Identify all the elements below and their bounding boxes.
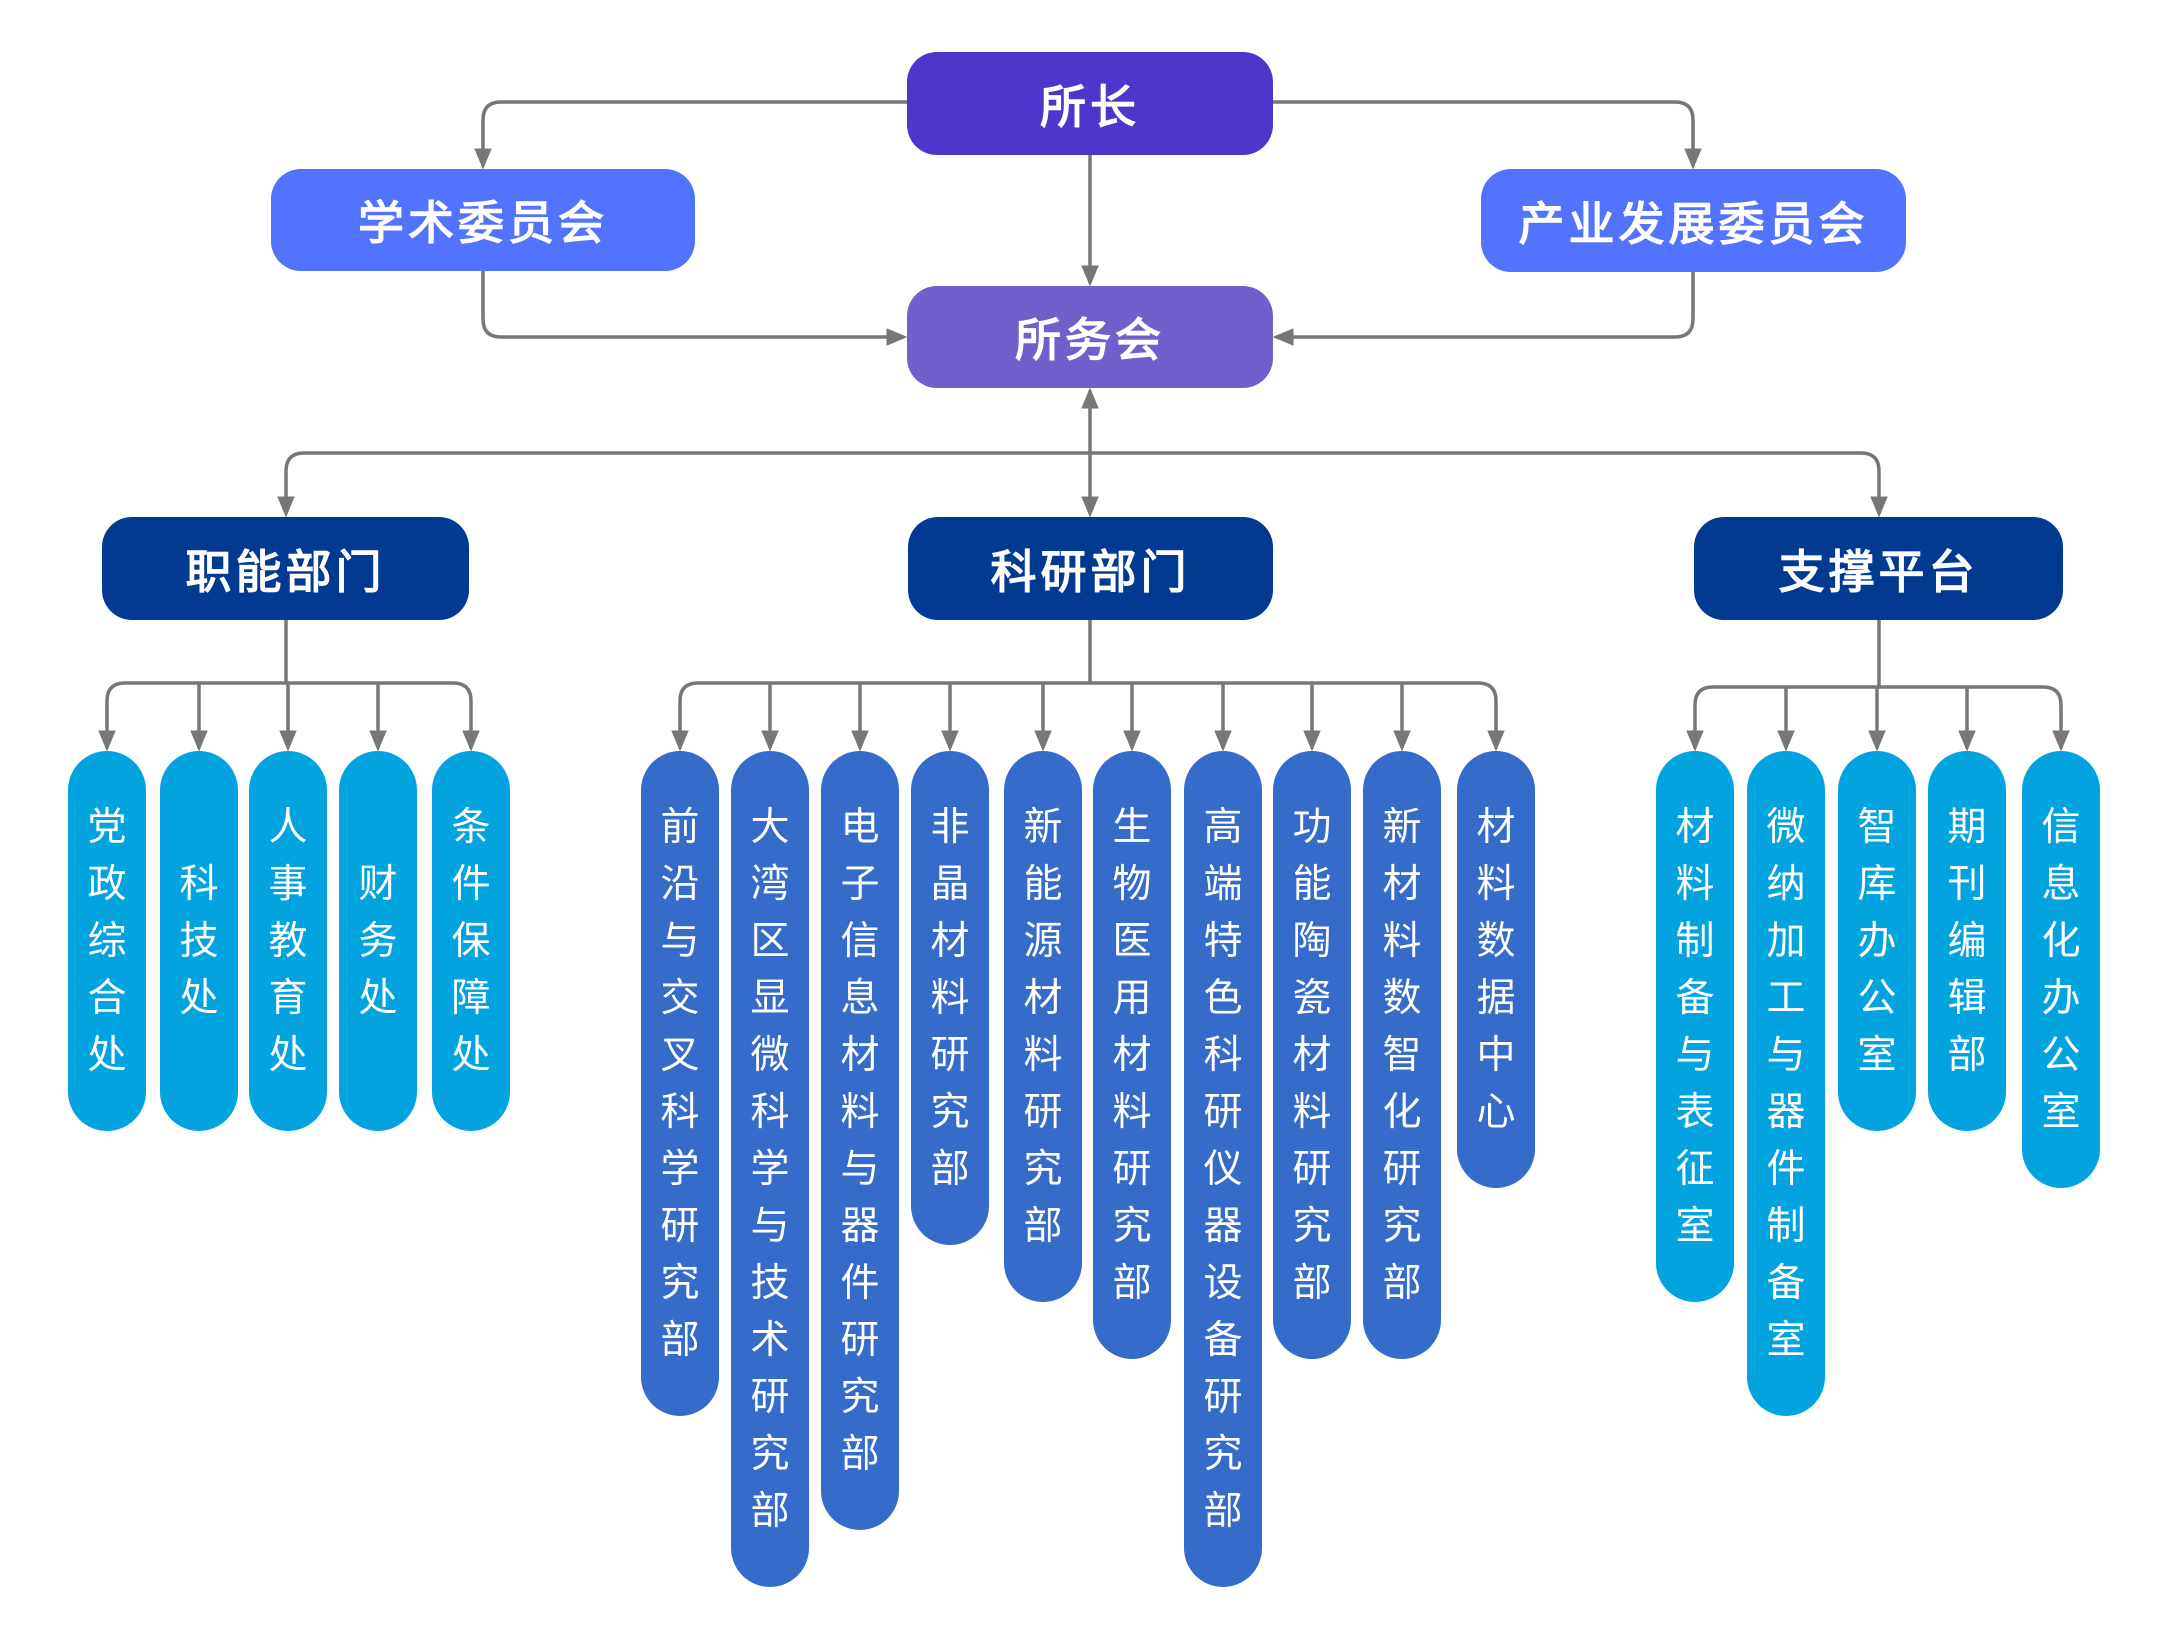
functional-unit[interactable]: 党政综合处 bbox=[68, 751, 146, 1131]
research-unit-label: 材料数据中心 bbox=[1476, 804, 1516, 1135]
support-unit-label: 信息化办公室 bbox=[2041, 804, 2081, 1135]
academic-committee-node[interactable]: 学术委员会 bbox=[271, 169, 695, 271]
support-unit-label: 期刊编辑部 bbox=[1947, 804, 1987, 1078]
functional-unit[interactable]: 科技处 bbox=[160, 751, 238, 1131]
connector-to-unit bbox=[2042, 685, 2070, 752]
connector-to-unit bbox=[1477, 681, 1505, 752]
connector-director-industry bbox=[1273, 100, 1702, 170]
research-unit-label: 大湾区显微科学与技术研究部 bbox=[750, 804, 790, 1534]
connector-industry-affairs bbox=[1272, 272, 1695, 346]
connector-to-unit bbox=[98, 681, 126, 752]
research-unit[interactable]: 新材料数智化研究部 bbox=[1363, 751, 1441, 1359]
research-unit-label: 新能源材料研究部 bbox=[1023, 804, 1063, 1249]
research-unit[interactable]: 高端特色科研仪器设备研究部 bbox=[1184, 751, 1262, 1587]
support-unit[interactable]: 信息化办公室 bbox=[2022, 751, 2100, 1188]
functional-unit[interactable]: 财务处 bbox=[339, 751, 417, 1131]
functional-unit-label: 人事教育处 bbox=[268, 804, 308, 1078]
research-unit-label: 生物医用材料研究部 bbox=[1112, 804, 1152, 1306]
research-unit[interactable]: 前沿与交叉科学研究部 bbox=[641, 751, 719, 1416]
functional-unit-label: 条件保障处 bbox=[451, 804, 491, 1078]
connector-director-academic bbox=[474, 100, 907, 170]
affairs-council-node[interactable]: 所务会 bbox=[907, 286, 1273, 388]
connector-to-functional bbox=[277, 451, 305, 518]
research-unit[interactable]: 功能陶瓷材料研究部 bbox=[1273, 751, 1351, 1359]
director-node[interactable]: 所长 bbox=[907, 52, 1273, 155]
support-unit-label: 材料制备与表征室 bbox=[1675, 804, 1715, 1249]
connector-academic-affairs bbox=[481, 271, 908, 346]
research-unit[interactable]: 电子信息材料与器件研究部 bbox=[821, 751, 899, 1530]
connector-to-unit bbox=[671, 681, 699, 752]
industry-committee-node[interactable]: 产业发展委员会 bbox=[1481, 169, 1906, 272]
division-support-label: 支撑平台 bbox=[1778, 544, 1979, 599]
connector-to-unit bbox=[1686, 685, 1714, 752]
industry-committee-label: 产业发展委员会 bbox=[1518, 196, 1869, 251]
support-unit[interactable]: 智库办公室 bbox=[1838, 751, 1916, 1131]
functional-unit[interactable]: 人事教育处 bbox=[249, 751, 327, 1131]
support-unit[interactable]: 微纳加工与器件制备室 bbox=[1747, 751, 1825, 1416]
research-unit[interactable]: 新能源材料研究部 bbox=[1004, 751, 1082, 1302]
affairs-council-label: 所务会 bbox=[1015, 313, 1165, 367]
support-unit-label: 微纳加工与器件制备室 bbox=[1766, 804, 1806, 1363]
functional-unit[interactable]: 条件保障处 bbox=[432, 751, 510, 1131]
division-research-label: 科研部门 bbox=[990, 544, 1191, 599]
research-unit[interactable]: 生物医用材料研究部 bbox=[1093, 751, 1171, 1359]
support-unit[interactable]: 期刊编辑部 bbox=[1928, 751, 2006, 1131]
research-unit-label: 新材料数智化研究部 bbox=[1382, 804, 1422, 1306]
research-unit[interactable]: 材料数据中心 bbox=[1457, 751, 1535, 1188]
director-label: 所长 bbox=[1040, 79, 1140, 134]
division-research[interactable]: 科研部门 bbox=[908, 517, 1273, 620]
functional-unit-label: 党政综合处 bbox=[87, 804, 127, 1078]
connector-to-unit bbox=[452, 681, 480, 752]
functional-unit-label: 科技处 bbox=[179, 861, 219, 1021]
connector-to-support bbox=[1860, 451, 1888, 518]
division-functional[interactable]: 职能部门 bbox=[102, 517, 469, 620]
research-unit-label: 前沿与交叉科学研究部 bbox=[660, 804, 700, 1363]
research-unit[interactable]: 大湾区显微科学与技术研究部 bbox=[731, 751, 809, 1587]
support-unit-label: 智库办公室 bbox=[1857, 804, 1897, 1078]
functional-unit-label: 财务处 bbox=[358, 861, 398, 1021]
division-functional-label: 职能部门 bbox=[185, 544, 386, 599]
research-unit-label: 高端特色科研仪器设备研究部 bbox=[1203, 804, 1243, 1534]
research-unit[interactable]: 非晶材料研究部 bbox=[911, 751, 989, 1245]
division-support[interactable]: 支撑平台 bbox=[1694, 517, 2063, 620]
research-unit-label: 电子信息材料与器件研究部 bbox=[840, 804, 880, 1477]
research-unit-label: 功能陶瓷材料研究部 bbox=[1292, 804, 1332, 1306]
support-unit[interactable]: 材料制备与表征室 bbox=[1656, 751, 1734, 1302]
research-unit-label: 非晶材料研究部 bbox=[930, 804, 970, 1192]
academic-committee-label: 学术委员会 bbox=[358, 196, 608, 250]
